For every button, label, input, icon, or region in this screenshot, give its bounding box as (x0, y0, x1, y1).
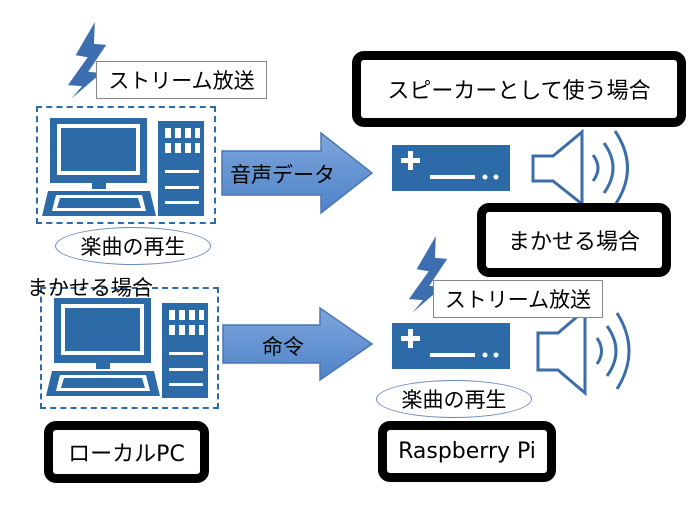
command-arrow-label: 命令 (262, 335, 304, 359)
speaker-icon (536, 306, 631, 397)
local-pc-top-group (36, 106, 216, 224)
leave-it-case-box-right: まかせる場合 (477, 203, 671, 277)
local-pc-bottom-group (40, 287, 219, 409)
stream-broadcast-label-top: ストリーム放送 (96, 61, 267, 99)
music-playback-label-top: 楽曲の再生 (55, 227, 211, 265)
lightning-bolt-icon (402, 231, 451, 323)
server-box-icon (392, 145, 510, 191)
desktop-computer-icon (42, 118, 204, 216)
speaker-use-case-box: スピーカーとして使う場合 (352, 51, 686, 127)
music-playback-label-bottom: 楽曲の再生 (376, 380, 532, 418)
flow-arrow-command (222, 306, 374, 382)
lightning-bolt-icon (61, 17, 110, 109)
leave-it-case-label-left: まかせる場合 (27, 276, 153, 300)
server-box-icon (392, 323, 510, 369)
audio-data-arrow-label: 音声データ (230, 163, 335, 187)
raspberry-pi-box: Raspberry Pi (378, 421, 556, 482)
flow-arrow-audio (221, 131, 374, 215)
local-pc-box: ローカルPC (44, 421, 209, 483)
desktop-computer-icon (46, 298, 208, 398)
stream-broadcast-label-bottom: ストリーム放送 (433, 280, 603, 318)
speaker-icon (531, 128, 629, 208)
